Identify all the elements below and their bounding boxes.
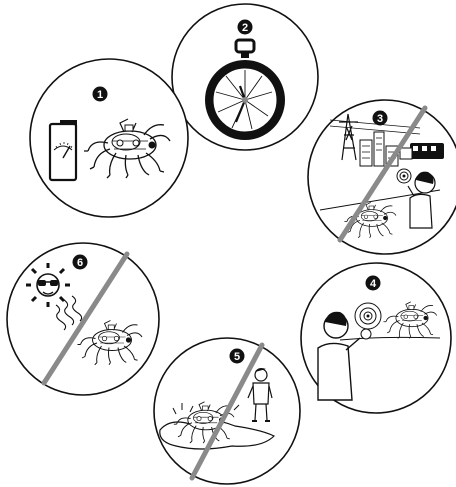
step-number-6: 6 [77, 257, 83, 269]
battery-gauge-icon [50, 120, 77, 180]
panel-battery: 1 [30, 59, 188, 217]
step-number-3: 3 [377, 113, 383, 125]
step-number-2: 2 [242, 22, 248, 34]
step-number-1: 1 [97, 89, 103, 101]
panel-interference: 3 [308, 100, 456, 254]
step-number-4: 4 [370, 278, 377, 290]
panel-water: 5 [154, 338, 300, 484]
panel-stopwatch: 2 [172, 4, 318, 150]
panel-listen: 4 [301, 263, 451, 413]
panel-sun: 6 [7, 243, 159, 395]
step-number-5: 5 [234, 351, 240, 363]
sound-target-icon [355, 303, 381, 329]
